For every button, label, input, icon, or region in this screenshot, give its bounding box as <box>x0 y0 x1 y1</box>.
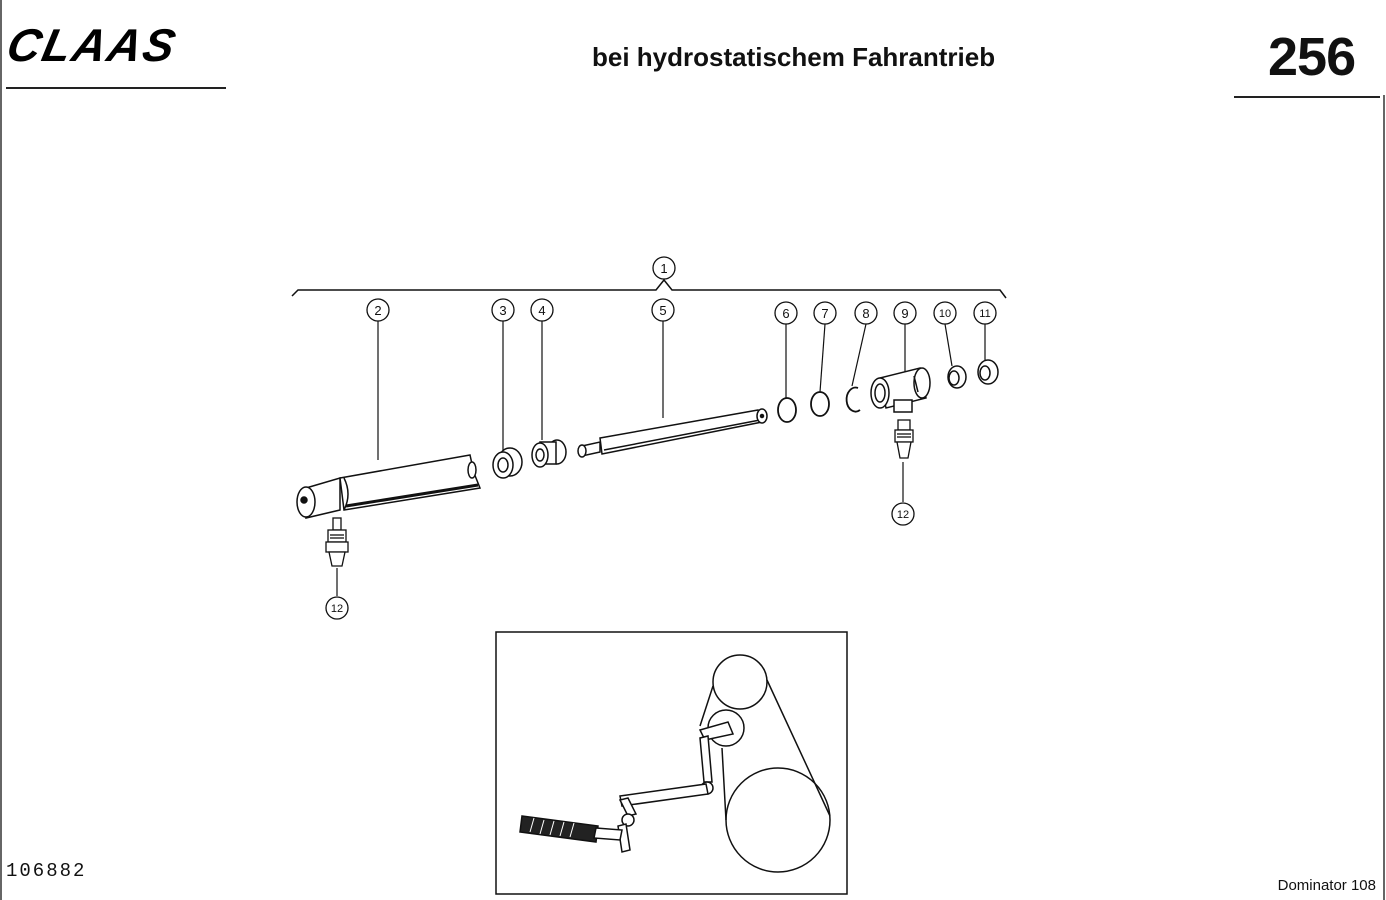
callout-10 <box>933 301 957 325</box>
part-cylinder-tube <box>296 454 482 519</box>
callout-11-label: 11 <box>979 308 990 320</box>
inset-pivot-lower <box>621 813 635 827</box>
inset-linkage-joint <box>618 797 638 817</box>
callout-4-label: 4 <box>538 303 545 318</box>
part-nipple-left <box>325 517 349 567</box>
callout-4 <box>530 298 554 322</box>
callout-2 <box>366 298 390 322</box>
document-id: 106882 <box>6 860 87 882</box>
leader-lines <box>336 321 986 596</box>
part-piston <box>531 439 567 468</box>
callout-1 <box>652 256 676 280</box>
callout-12-right-label: 12 <box>897 509 909 521</box>
callout-12-left-label: 12 <box>331 603 343 615</box>
callout-2-label: 2 <box>374 303 381 318</box>
callout-3 <box>491 298 515 322</box>
callout-8-label: 8 <box>862 306 869 321</box>
inset-arm-vertical <box>699 735 713 783</box>
callout-9-label: 9 <box>901 306 908 321</box>
inset-cylinder-rod <box>593 827 623 841</box>
page-number-underline <box>1234 96 1380 98</box>
part-seal-11 <box>977 359 999 385</box>
callout-10-label: 10 <box>939 308 951 320</box>
callout-1-label: 1 <box>660 261 667 276</box>
callout-12-left <box>325 596 349 620</box>
part-o-ring-6 <box>777 397 797 423</box>
part-bushing <box>492 447 523 479</box>
inset-belt <box>699 679 831 821</box>
part-piston-rod <box>577 408 768 458</box>
callout-11 <box>973 301 997 325</box>
location-inset <box>495 631 848 895</box>
part-cylinder-head <box>870 367 931 413</box>
page-title: bei hydrostatischem Fahrantrieb <box>592 42 996 72</box>
part-seal-10 <box>947 365 967 389</box>
callout-3-label: 3 <box>499 303 506 318</box>
callout-7 <box>813 301 837 325</box>
callout-12-right <box>891 502 915 526</box>
inset-hydraulic-cylinder <box>519 815 599 843</box>
part-o-ring-7 <box>810 391 830 417</box>
part-nipple-right <box>894 419 914 459</box>
callout-6 <box>774 301 798 325</box>
callout-7-label: 7 <box>821 306 828 321</box>
logo-underline <box>6 87 226 89</box>
callout-5 <box>651 298 675 322</box>
callout-9 <box>893 301 917 325</box>
callout-6-label: 6 <box>782 306 789 321</box>
assembly-bracket <box>291 278 1007 299</box>
callout-8 <box>854 301 878 325</box>
callout-5-label: 5 <box>659 303 666 318</box>
page-number: 256 <box>1268 27 1356 87</box>
part-snap-ring <box>845 386 861 413</box>
inset-upper-pulley <box>712 654 768 710</box>
model-label: Dominator 108 <box>1277 877 1376 894</box>
